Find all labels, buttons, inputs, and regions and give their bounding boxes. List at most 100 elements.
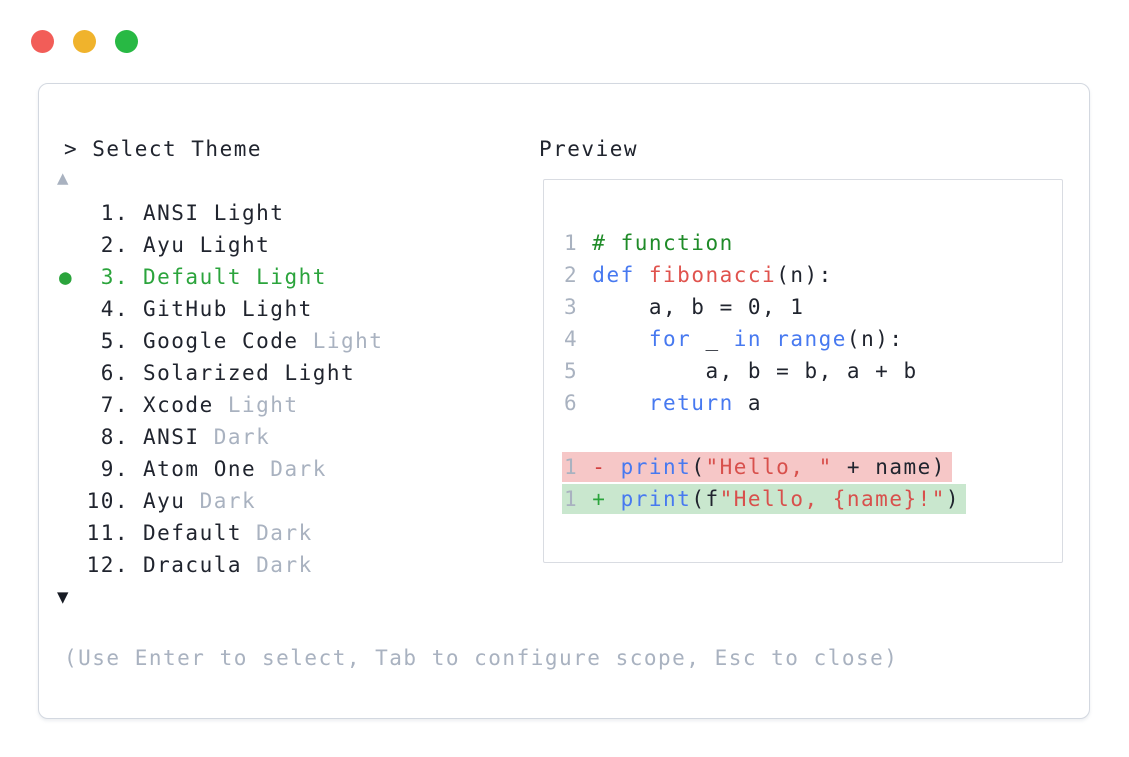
selected-bullet-icon xyxy=(59,197,81,229)
selected-bullet-icon xyxy=(59,453,81,485)
theme-list-item[interactable]: 8. ANSI Dark xyxy=(59,421,383,453)
code-token-keyword: for xyxy=(648,327,692,351)
theme-list-item[interactable]: 9. Atom One Dark xyxy=(59,453,383,485)
code-token-plain: a, b = 0, 1 xyxy=(592,295,805,319)
code-token-plain: a xyxy=(733,391,763,415)
theme-variant: Dark xyxy=(199,489,257,513)
theme-variant: Light xyxy=(284,361,356,385)
theme-number: 6. xyxy=(100,361,129,385)
code-token-string: "Hello, " xyxy=(705,455,833,479)
selected-bullet-icon xyxy=(59,517,81,549)
theme-list-item[interactable]: 1.ANSI Light xyxy=(59,197,383,229)
selected-bullet-icon xyxy=(59,421,81,453)
code-token-comment: # function xyxy=(592,231,734,255)
code-token-ln: 1 xyxy=(564,455,593,479)
theme-name: Ayu Light xyxy=(143,233,271,257)
theme-list-item[interactable]: 5.Google Code Light xyxy=(59,325,383,357)
theme-variant: Light xyxy=(199,233,271,257)
code-token-ln: 4 xyxy=(564,327,593,351)
theme-variant: Dark xyxy=(270,457,327,481)
code-line: 5 a, b = b, a + b xyxy=(564,355,966,387)
code-token-ln: 3 xyxy=(564,295,593,319)
theme-number: 8. xyxy=(100,425,129,449)
theme-variant: Light xyxy=(213,201,285,225)
diff-highlight: 1 + print(f"Hello, {name}!") xyxy=(562,484,967,514)
selected-bullet-icon xyxy=(59,549,81,581)
theme-name: ANSI Dark xyxy=(143,425,271,449)
code-token-string: "Hello, {name}!" xyxy=(719,487,946,511)
code-line: 3 a, b = 0, 1 xyxy=(564,291,966,323)
theme-number: 12. xyxy=(86,553,129,577)
theme-name: Solarized Light xyxy=(143,361,356,385)
selected-bullet-icon xyxy=(59,389,81,421)
close-button[interactable] xyxy=(31,30,54,53)
code-token-plain xyxy=(762,327,776,351)
code-token-keyword: print xyxy=(620,455,692,479)
code-line xyxy=(564,419,966,451)
scroll-up-icon[interactable]: ▲ xyxy=(57,167,70,189)
theme-list-item[interactable]: ● 3. Default Light xyxy=(59,261,383,293)
selected-bullet-icon xyxy=(59,293,81,325)
theme-number: 4. xyxy=(100,297,129,321)
code-token-plain xyxy=(635,263,649,287)
window-controls xyxy=(31,30,138,53)
theme-number: 2. xyxy=(100,233,129,257)
theme-number: 3. xyxy=(100,265,129,289)
code-token-ln: 2 xyxy=(564,263,593,287)
code-token-ln: 6 xyxy=(564,391,593,415)
code-token-plain: ( xyxy=(691,455,706,479)
theme-name: Atom One Dark xyxy=(143,457,327,481)
code-token-plain: (n): xyxy=(846,327,904,351)
code-token-keyword: print xyxy=(620,487,692,511)
code-token-plain: (n): xyxy=(776,263,833,287)
code-token-plain: _ xyxy=(691,327,734,351)
scroll-down-icon[interactable]: ▼ xyxy=(57,586,70,608)
selected-bullet-icon: ● xyxy=(59,265,74,289)
selected-bullet-icon xyxy=(59,229,81,261)
zoom-button[interactable] xyxy=(115,30,138,53)
code-token-plus: + xyxy=(592,487,621,511)
code-token-plain: ) xyxy=(945,487,961,511)
theme-variant: Dark xyxy=(256,521,313,545)
theme-number: 11. xyxy=(86,521,129,545)
minimize-button[interactable] xyxy=(73,30,96,53)
code-token-minus: - xyxy=(592,455,621,479)
code-line: 2 def fibonacci(n): xyxy=(564,259,966,291)
theme-list-item[interactable]: 4. GitHub Light xyxy=(59,293,383,325)
theme-variant: Light xyxy=(227,393,299,417)
theme-list-item[interactable]: 6. Solarized Light xyxy=(59,357,383,389)
theme-name: Default Light xyxy=(143,265,327,289)
theme-number: 7. xyxy=(100,393,129,417)
theme-list-item[interactable]: 7. Xcode Light xyxy=(59,389,383,421)
code-token-keyword: def xyxy=(592,263,635,287)
theme-name: Google Code Light xyxy=(143,329,384,353)
theme-variant: Dark xyxy=(213,425,271,449)
theme-name: Dracula Dark xyxy=(143,553,313,577)
code-token-plain xyxy=(592,391,649,415)
code-line: 1 # function xyxy=(564,227,966,259)
selected-bullet-icon xyxy=(59,485,81,517)
code-token-func: fibonacci xyxy=(648,263,777,287)
theme-variant: Light xyxy=(242,297,313,321)
code-token-plain xyxy=(592,327,649,351)
theme-list: 1.ANSI Light 2. Ayu Light ● 3. Default Light 4… xyxy=(59,197,383,581)
code-line: 4 for _ in range(n): xyxy=(564,323,966,355)
theme-list-item[interactable]: 12. Dracula Dark xyxy=(59,549,383,581)
code-token-plain: (f xyxy=(691,487,720,511)
code-token-plain: a, b = b, a + b xyxy=(592,359,918,383)
code-token-ln: 1 xyxy=(564,487,593,511)
theme-list-item[interactable]: 10.Ayu Dark xyxy=(59,485,383,517)
theme-name: Xcode Light xyxy=(143,393,299,417)
theme-number: 1. xyxy=(100,201,129,225)
theme-list-item[interactable]: 11.Default Dark xyxy=(59,517,383,549)
theme-name: GitHub Light xyxy=(143,297,313,321)
code-token-plain: + name) xyxy=(832,455,946,479)
theme-list-item[interactable]: 2. Ayu Light xyxy=(59,229,383,261)
theme-number: 9. xyxy=(100,457,129,481)
code-token-keyword: return xyxy=(648,391,734,415)
theme-variant: Light xyxy=(256,265,327,289)
theme-number: 10. xyxy=(86,489,129,513)
